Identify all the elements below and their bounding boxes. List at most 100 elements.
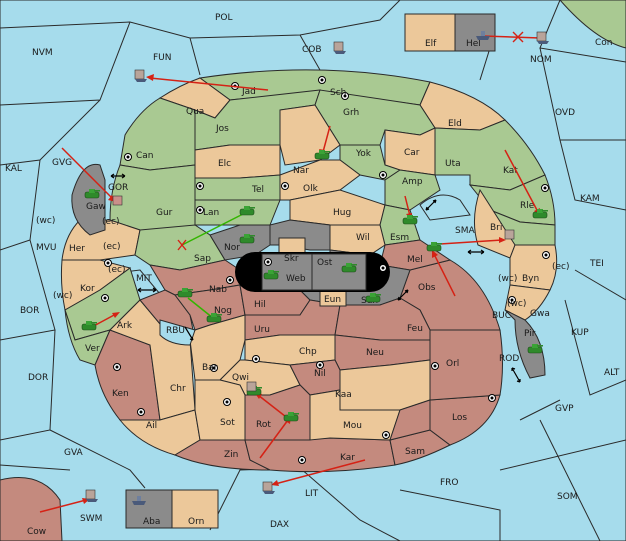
territory-hel[interactable] [454, 13, 496, 52]
label-orl: Orl [446, 359, 459, 369]
double-arrow-icon [425, 199, 437, 211]
tank-icon[interactable] [263, 270, 279, 280]
label-eun: Eun [324, 295, 341, 305]
label-sam: Sam [405, 447, 425, 457]
label-uta: Uta [445, 159, 461, 169]
ship-icon[interactable] [536, 31, 549, 44]
label-wil: Wil [356, 233, 370, 243]
double-arrow-icon [511, 367, 521, 383]
territory-aba[interactable] [125, 489, 173, 529]
label-can: Can [136, 151, 154, 161]
label-chp: Chp [299, 347, 317, 357]
territory-orn[interactable] [171, 489, 219, 529]
label-ec-gaw: (ec) [102, 217, 120, 227]
tank-icon[interactable] [314, 150, 330, 160]
tank-icon[interactable] [84, 189, 100, 199]
label-neu: Neu [366, 348, 384, 358]
label-ver: Ver [85, 344, 100, 354]
label-nil: Nil [314, 369, 326, 379]
label-chr: Chr [170, 384, 186, 394]
label-lit: LIT [305, 489, 319, 499]
territory-tel[interactable] [194, 174, 281, 201]
ship-icon[interactable] [134, 69, 147, 82]
label-ec-byn: (ec) [552, 262, 570, 272]
ship-icon[interactable] [132, 496, 146, 505]
label-grh: Grh [343, 108, 359, 118]
label-ken: Ken [112, 389, 129, 399]
tank-icon[interactable] [365, 293, 381, 303]
label-kaa: Kaa [335, 390, 352, 400]
label-rod: ROD [499, 354, 519, 364]
tank-icon[interactable] [177, 288, 193, 298]
label-amp: Amp [402, 177, 423, 187]
label-tei: TEI [589, 259, 604, 269]
label-web: Web [286, 274, 306, 284]
label-gor: GOR [108, 183, 128, 193]
label-yok: Yok [355, 149, 372, 159]
territory-elf[interactable] [404, 13, 456, 52]
label-kal: KAL [5, 164, 22, 174]
tank-icon[interactable] [402, 215, 418, 225]
territory-pir[interactable] [504, 309, 546, 379]
label-gwa: Gwa [530, 309, 550, 319]
label-elf: Elf [425, 39, 437, 49]
territory-los-west [389, 399, 431, 441]
tank-icon[interactable] [239, 206, 255, 216]
label-kor: Kor [80, 284, 95, 294]
territory-sot[interactable] [194, 379, 246, 441]
ship-icon[interactable] [246, 381, 257, 392]
tank-icon[interactable] [283, 412, 299, 422]
ship-icon[interactable] [112, 195, 123, 206]
label-swm: SWM [80, 514, 102, 524]
label-sch: Sch [330, 88, 346, 98]
ship-icon[interactable] [85, 489, 98, 502]
label-olk: Olk [303, 184, 319, 194]
territory-orl[interactable] [429, 329, 503, 401]
label-wc-byn: (wc) [498, 274, 517, 284]
label-skr: Skr [284, 254, 299, 264]
label-sot: Sot [220, 418, 235, 428]
label-elc: Elc [218, 159, 231, 169]
double-arrow-icon [467, 249, 485, 255]
territory-elc[interactable] [194, 144, 281, 179]
tank-icon[interactable] [527, 344, 543, 354]
label-ail: Ail [146, 421, 157, 431]
ship-icon[interactable] [262, 481, 275, 494]
tank-icon[interactable] [81, 321, 97, 331]
tank-icon[interactable] [341, 263, 357, 273]
sea-inner-north [419, 194, 471, 221]
ship-icon[interactable] [333, 41, 346, 54]
label-obs: Obs [418, 283, 436, 293]
territory-cow[interactable] [0, 477, 63, 541]
tank-icon[interactable] [239, 234, 255, 244]
territory-los[interactable] [429, 394, 501, 446]
label-dax: DAX [270, 520, 289, 530]
tank-icon[interactable] [206, 313, 222, 323]
label-kat: Kat [503, 166, 518, 176]
label-mvu: MVU [36, 243, 57, 253]
label-zin: Zin [224, 450, 238, 460]
sea-rbu [159, 319, 196, 346]
label-esm: Esm [390, 233, 409, 243]
territory-kar[interactable] [244, 437, 396, 473]
label-aba: Aba [143, 517, 160, 527]
tank-icon[interactable] [426, 242, 442, 252]
tank-icon[interactable] [532, 209, 548, 219]
label-pir: Pir [524, 329, 536, 339]
label-nab: Nab [209, 285, 227, 295]
label-los: Los [452, 413, 467, 423]
ship-icon[interactable] [504, 229, 515, 240]
label-mit: MIT [136, 274, 152, 284]
label-eld: Eld [448, 119, 462, 129]
label-hil: Hil [254, 300, 266, 310]
label-ec-her: (ec) [103, 242, 121, 252]
ship-icon[interactable] [476, 31, 490, 40]
label-mel: Mel [407, 255, 423, 265]
label-nog: Nog [214, 306, 232, 316]
label-wc-gaw: (wc) [36, 216, 55, 226]
label-ec-kor: (ec) [108, 265, 126, 275]
label-rle: Rle [520, 201, 535, 211]
label-cow: Cow [27, 527, 46, 537]
